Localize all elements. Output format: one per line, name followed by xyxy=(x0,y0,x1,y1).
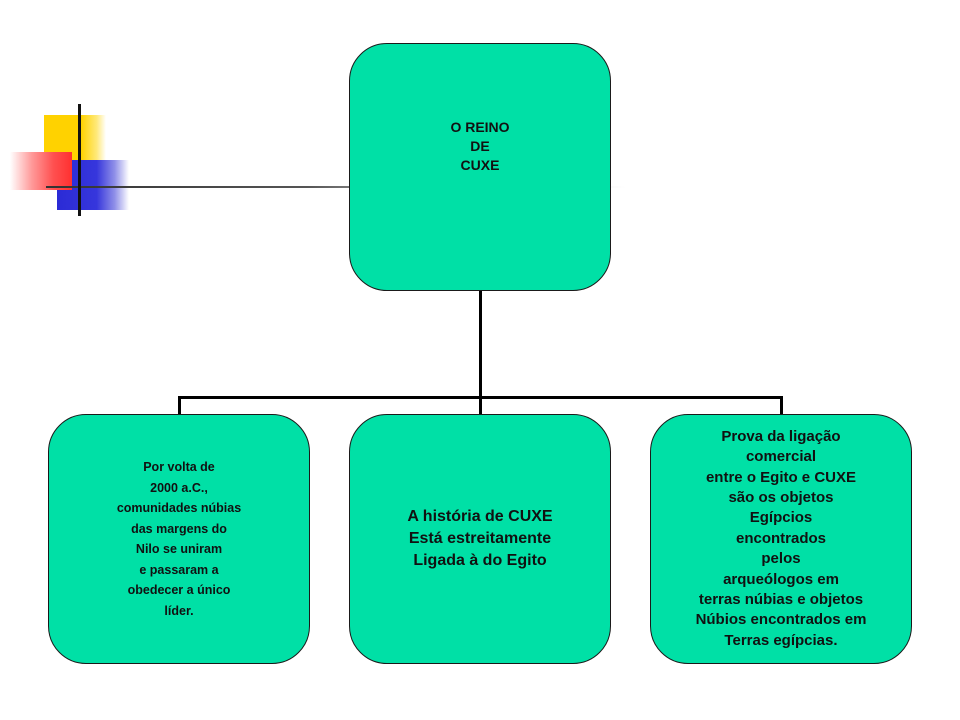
root-node-text: O REINO DE CUXE xyxy=(450,118,510,173)
child-node-left-text: Por volta de 2000 a.C., comunidades núbi… xyxy=(116,460,242,618)
connector-left-down xyxy=(178,396,181,415)
child-node-right: Prova da ligação comercial entre o Egito… xyxy=(650,414,912,664)
connector-root-down xyxy=(479,291,482,398)
child-node-left: Por volta de 2000 a.C., comunidades núbi… xyxy=(48,414,310,664)
decorative-horizontal-line xyxy=(46,186,626,188)
child-node-right-text: Prova da ligação comercial entre o Egito… xyxy=(695,427,867,649)
root-node: O REINO DE CUXE xyxy=(349,43,611,291)
child-node-middle-text: A história de CUXE Está estreitamente Li… xyxy=(407,508,553,569)
connector-mid-down xyxy=(479,396,482,415)
decorative-red-square xyxy=(10,152,72,190)
connector-right-down xyxy=(780,396,783,415)
child-node-middle: A história de CUXE Está estreitamente Li… xyxy=(349,414,611,664)
decorative-vertical-line xyxy=(78,104,81,216)
